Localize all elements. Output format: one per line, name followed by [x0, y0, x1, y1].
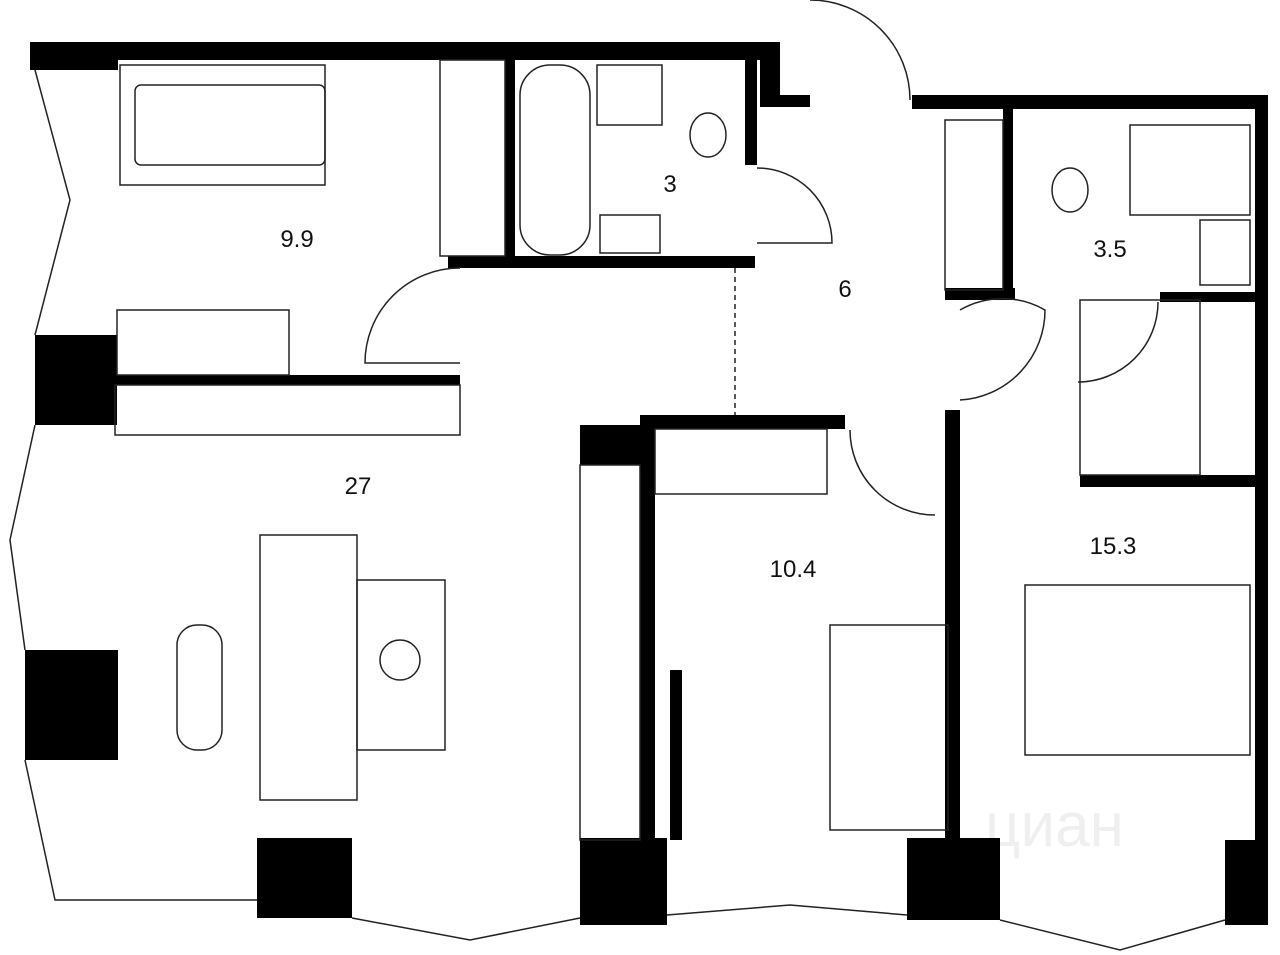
watermark: циан	[985, 791, 1124, 860]
area-label-bedroom-middle: 10.4	[769, 556, 817, 583]
area-label-living-kitchen: 27	[344, 473, 372, 500]
outline	[9, 0, 1251, 951]
area-label-bathroom-2: 3.5	[1093, 236, 1127, 263]
area-label-bathroom-1: 3	[663, 171, 677, 198]
area-label-bedroom-small: 9.9	[280, 226, 314, 253]
area-label-bedroom-master: 15.3	[1089, 533, 1137, 560]
area-label-hallway: 6	[838, 276, 852, 303]
